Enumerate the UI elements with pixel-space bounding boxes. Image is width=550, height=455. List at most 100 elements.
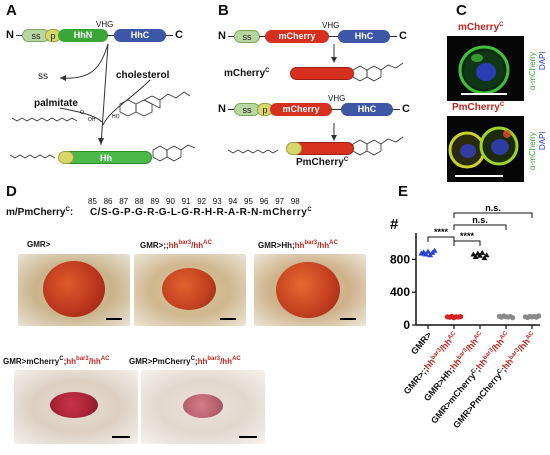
- significance-bracket: [453, 240, 481, 246]
- hhn-label: HhN: [73, 30, 93, 40]
- significance-bracket: [453, 212, 533, 218]
- x-tick-label-part: GMR>: [409, 330, 434, 357]
- photo-4-label-red2: /hh: [88, 357, 101, 366]
- data-point: [458, 314, 464, 320]
- c-top-title-sup: C: [499, 22, 504, 28]
- b-c-terminus-label: C: [399, 30, 407, 42]
- linker-line: [107, 35, 117, 36]
- b-c-line-2: [392, 109, 400, 110]
- b-hhc-label-2: HhC: [357, 104, 377, 114]
- b-mcherry-label-2: mCherry: [282, 104, 320, 114]
- b-vhg-label: VHG: [322, 21, 340, 30]
- photo-5-label-red2: /hh: [220, 357, 233, 366]
- b-product1-text: mCherry: [224, 68, 266, 79]
- photo-3-label-red2-sup: AC: [329, 240, 338, 246]
- data-point: [510, 315, 516, 321]
- b-product2-sup: C: [343, 157, 349, 163]
- b-ss-label: ss: [242, 32, 252, 42]
- c-side-labels-bottom: α-mCherry: [528, 132, 537, 170]
- b-n-line-2: [228, 109, 236, 110]
- svg-text:O: O: [80, 110, 84, 116]
- b-hhc-segment-2: HhC: [341, 103, 393, 116]
- photo-4: [14, 370, 138, 444]
- significance-label: n.s.: [472, 215, 488, 225]
- x-tick-label-part: ;: [498, 365, 508, 374]
- sequence-number: 94: [228, 197, 238, 206]
- sequence-sup: C: [307, 207, 312, 213]
- photo-4-label-black-sup: C: [59, 356, 64, 362]
- b-link-line-3: [331, 109, 343, 110]
- sequence-number: 88: [134, 197, 144, 206]
- b-product2-knob: [286, 142, 302, 155]
- n-terminus-line: [16, 35, 24, 36]
- photo-3-label: GMR>Hh;hhbar3/hhAC: [258, 240, 338, 250]
- photo-3: [254, 254, 366, 326]
- photo-4-label-red: hh: [66, 357, 77, 366]
- photo-4-scalebar: [112, 436, 130, 438]
- c-bottom-title: PmCherryC: [452, 102, 504, 113]
- photo-1-eye: [43, 261, 105, 317]
- b-link-line-2: [328, 36, 340, 37]
- data-point: [422, 251, 429, 257]
- c-top-micrograph: [447, 36, 524, 101]
- b-product2-text: PmCherry: [296, 157, 344, 168]
- photo-4-label-black2: ;: [63, 357, 67, 366]
- x-tick-label: GMR>: [409, 330, 434, 357]
- y-axis-label: #: [390, 216, 399, 233]
- b-hhc-segment: HhC: [338, 30, 390, 43]
- panel-label-a: A: [6, 2, 17, 19]
- photo-5-scalebar: [239, 436, 257, 438]
- c-bottom-micrograph: [447, 116, 524, 182]
- c-terminus-label: C: [175, 29, 183, 41]
- photo-2-scalebar: [220, 318, 236, 320]
- photo-5-label-black2: ;: [194, 357, 198, 366]
- c-terminus-line: [165, 35, 173, 36]
- b-product1-sup: C: [265, 68, 270, 74]
- significance-label: ****: [460, 231, 475, 241]
- panel-label-c: C: [456, 2, 467, 19]
- cholesterol-label: cholesterol: [116, 70, 170, 81]
- b-c-terminus-label-2: C: [402, 103, 410, 115]
- sequence-prefix-sup: C: [65, 207, 70, 213]
- photo-2-label-red-sup: bar3: [178, 240, 192, 246]
- c-side-labels-bottom-dapi: DAPI: [538, 131, 547, 150]
- sequence-number: 95: [244, 197, 253, 206]
- b-ss-label-2: ss: [242, 105, 252, 115]
- c-bottom-cell-image: [448, 126, 519, 177]
- photo-2-label-black: GMR>;;: [140, 241, 169, 250]
- photo-1-label-black: GMR>: [27, 240, 51, 249]
- photo-3-label-red: hh: [294, 241, 305, 250]
- significance-label: n.s.: [485, 203, 501, 213]
- photo-5-eye: [183, 394, 223, 418]
- sequence-number: 93: [212, 197, 222, 206]
- b-link-line: [259, 36, 267, 37]
- photo-1: [18, 254, 130, 326]
- c-top-cell-image: [458, 45, 510, 95]
- hhn-segment: HhN: [58, 29, 108, 42]
- data-point: [483, 252, 490, 258]
- p-label: p: [50, 31, 56, 41]
- photo-4-label-red2-sup: AC: [100, 356, 110, 362]
- c-side-label-mcherry-2: α-mCherry: [528, 132, 537, 170]
- photo-4-label: GMR>mCherryC;hhbar3/hhAC: [3, 356, 109, 366]
- data-point: [425, 248, 431, 254]
- b-mcherry-segment-2: mCherry: [270, 103, 332, 116]
- x-tick-label-part: AC: [473, 330, 484, 341]
- palmitate-label: palmitate: [34, 98, 78, 109]
- sequence-number: 86: [103, 197, 113, 206]
- significance-label: ****: [434, 227, 449, 237]
- c-bottom-title-sup: C: [499, 102, 505, 108]
- c-top-title: mCherryC: [458, 22, 503, 33]
- ss-released-label: ss: [38, 71, 48, 82]
- c-side-label-mcherry: α-mCherry: [528, 52, 537, 90]
- panel-label-d: D: [6, 183, 17, 200]
- photo-2-eye: [162, 268, 216, 310]
- photo-3-label-black: GMR>Hh;: [258, 241, 295, 250]
- sequence-number: 87: [119, 197, 129, 206]
- b-product2-label: PmCherryC: [296, 157, 348, 168]
- svg-text:OH: OH: [88, 117, 96, 123]
- sequence-line: m/PmCherryC: C/S-G-P-G-R-G-L-G-R-H-R-A-R…: [6, 207, 312, 218]
- photo-5-label-red-sup: bar3: [207, 356, 221, 362]
- sequence-number: 90: [166, 197, 175, 206]
- significance-bracket: [453, 224, 507, 230]
